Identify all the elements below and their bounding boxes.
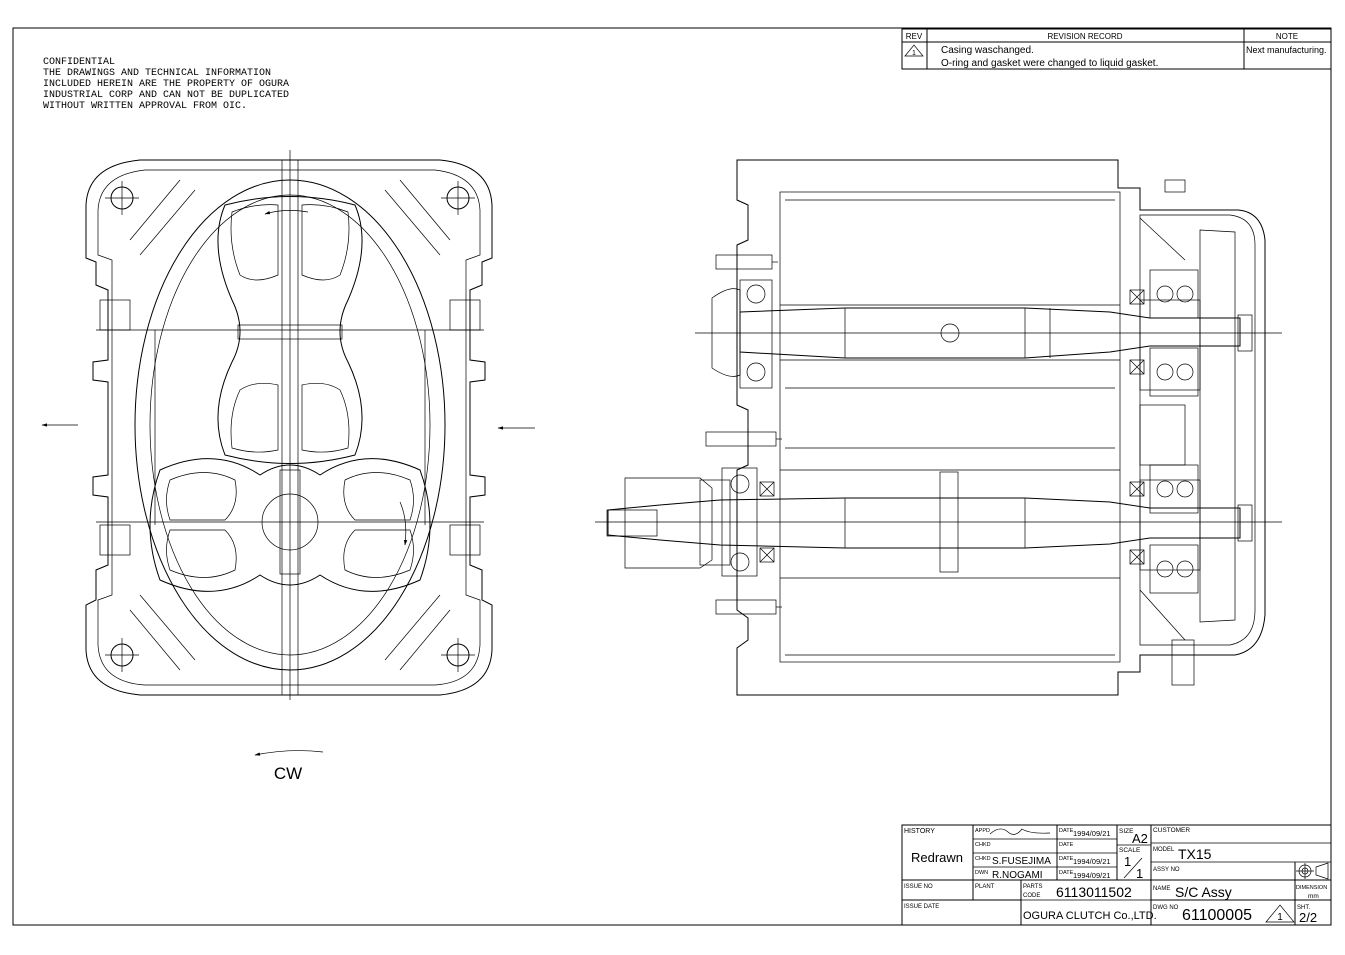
dwn-value: R.NOGAMI — [992, 870, 1043, 881]
date-label: DATE — [1059, 870, 1074, 876]
approval-signature — [989, 828, 1051, 835]
section-view-centerlines — [595, 332, 1282, 523]
lower-rotor — [149, 458, 431, 592]
assy-no-label: ASSY NO — [1153, 867, 1180, 873]
name-label: NAME — [1153, 886, 1170, 892]
revision-triangle-icon — [1265, 904, 1295, 923]
rev-header: REV — [906, 32, 923, 41]
rotation-direction: CW — [254, 750, 324, 783]
model-label: MODEL — [1153, 847, 1175, 853]
confidential-line: THE DRAWINGS AND TECHNICAL INFORMATION — [43, 68, 271, 79]
section-view-shafts — [606, 307, 1241, 573]
section-view-bolts — [705, 179, 1195, 686]
customer-label: CUSTOMER — [1153, 827, 1190, 834]
scale-denominator: 1 — [1136, 866, 1143, 881]
date-label: DATE — [1059, 828, 1074, 834]
bolt — [1164, 179, 1186, 193]
date-label: DATE — [1059, 856, 1074, 862]
bearing — [1149, 544, 1199, 594]
parts-code-value: 6113011502 — [1056, 884, 1132, 900]
front-view-centerlines — [41, 150, 535, 700]
drawing-border — [12, 27, 1332, 926]
bolt — [1171, 639, 1195, 686]
size-value: A2 — [1132, 831, 1148, 846]
confidential-line: CONFIDENTIAL — [43, 57, 115, 68]
revision-record-header: REVISION RECORD — [1047, 32, 1122, 41]
name-value: S/C Assy — [1175, 884, 1232, 900]
sheet-value: 2/2 — [1299, 910, 1317, 925]
upper-rotor — [217, 196, 363, 464]
revision-record-table: REV REVISION RECORD NOTE 1 Casing wascha… — [901, 28, 1332, 70]
size-label: SIZE — [1119, 828, 1134, 835]
bearing — [1149, 464, 1199, 514]
issue-date-label: ISSUE DATE — [904, 904, 939, 910]
revision-triangle-icon — [904, 44, 924, 57]
title-block: HISTORY Redrawn APPD CHKD CHKD S.FUSEJIM… — [901, 824, 1332, 926]
rotation-label: CW — [274, 764, 302, 783]
dwg-rev-mark: 1 — [1277, 912, 1283, 923]
projection-symbol-icon — [1296, 862, 1329, 880]
bearing — [1149, 347, 1199, 397]
note-header: NOTE — [1276, 32, 1298, 41]
dimension-unit: mm — [1308, 893, 1319, 900]
company-name: OGURA CLUTCH Co.,LTD. — [1023, 910, 1157, 922]
model-value: TX15 — [1178, 846, 1212, 862]
chkd-label: CHKD — [975, 842, 991, 848]
dimension-label: DIMENSION — [1296, 885, 1327, 891]
plant-label: PLANT — [975, 884, 995, 890]
history-label: HISTORY — [904, 828, 935, 835]
dwg-no-label: DWG NO — [1153, 905, 1179, 911]
lower-rotor-shaft — [607, 497, 1241, 549]
sheet-label: SHT. — [1297, 905, 1310, 911]
parts-code-label: PARTS — [1023, 884, 1042, 890]
parts-code-label: CODE — [1023, 893, 1040, 899]
scale-numerator: 1 — [1124, 854, 1131, 869]
rotor-case — [779, 191, 1121, 663]
appd-label: APPD — [975, 828, 990, 834]
date-chkd: 1994/09/21 — [1073, 857, 1111, 866]
scale-label: SCALE — [1119, 847, 1141, 854]
revision-record-line: Casing waschanged. — [941, 45, 1034, 56]
rev-mark: 1 — [912, 50, 916, 57]
issue-no-label: ISSUE NO — [904, 884, 933, 890]
date-appd: 1994/09/21 — [1073, 829, 1111, 838]
confidential-line: INDUSTRIAL CORP AND CAN NOT BE DUPLICATE… — [43, 90, 289, 101]
confidential-line: INCLUDED HEREIN ARE THE PROPERTY OF OGUR… — [43, 79, 289, 90]
confidential-notice: CONFIDENTIAL THE DRAWINGS AND TECHNICAL … — [43, 57, 289, 112]
date-label: DATE — [1059, 842, 1074, 848]
front-view-housing — [85, 159, 493, 696]
confidential-line: WITHOUT WRITTEN APPROVAL FROM OIC. — [43, 101, 247, 112]
history-value: Redrawn — [911, 850, 963, 865]
input-shaft-nut — [606, 509, 658, 537]
dwg-no-value: 61100005 — [1182, 907, 1252, 924]
bearing — [739, 279, 773, 389]
bolt — [705, 431, 777, 447]
chkd2-value: S.FUSEJIMA — [992, 856, 1051, 867]
rotation-arrow-icon — [254, 750, 324, 756]
date-dwn: 1994/09/21 — [1073, 871, 1111, 880]
bolt — [715, 254, 773, 270]
revision-note: Next manufacturing. — [1246, 45, 1327, 55]
section-view-housing — [736, 159, 1266, 696]
chkd2-label: CHKD — [975, 856, 991, 862]
revision-record-line: O-ring and gasket were changed to liquid… — [941, 58, 1158, 69]
dwn-label: DWN — [975, 870, 988, 876]
bolt — [715, 599, 777, 615]
bearing — [1149, 269, 1199, 319]
